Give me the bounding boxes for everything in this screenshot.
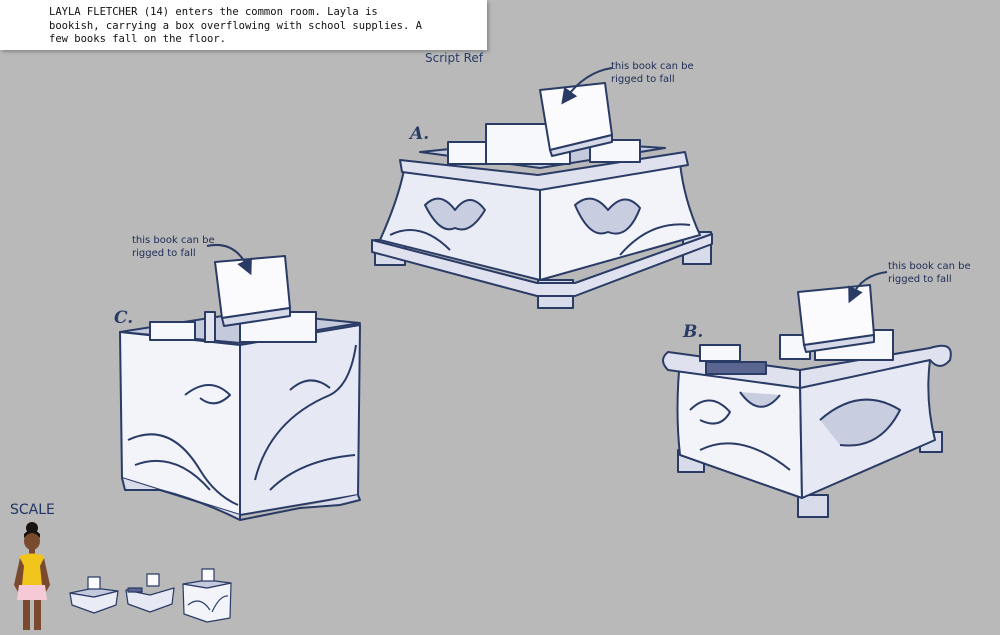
scale-character <box>14 522 50 630</box>
note-b: this book can be rigged to fall <box>888 261 971 285</box>
arrow-b <box>848 271 888 304</box>
script-excerpt-card: LAYLA FLETCHER (14) enters the common ro… <box>0 0 487 50</box>
script-excerpt-text: LAYLA FLETCHER (14) enters the common ro… <box>49 6 422 45</box>
letter-c: C. <box>114 308 134 328</box>
box-c-illustration <box>119 255 361 521</box>
scale-thumb-c <box>182 568 232 623</box>
box-a-illustration <box>371 82 713 309</box>
note-a: this book can be rigged to fall <box>611 61 694 85</box>
letter-b: B. <box>683 322 704 342</box>
arrow-a <box>561 67 613 105</box>
script-ref-label: Script Ref <box>425 51 484 65</box>
box-b-illustration <box>662 284 952 518</box>
scale-label: SCALE <box>10 502 55 518</box>
scale-thumb-b <box>125 573 175 613</box>
note-c: this book can be rigged to fall <box>132 235 215 259</box>
arrow-c <box>206 244 252 276</box>
letter-a: A. <box>410 124 430 144</box>
scale-thumb-a <box>69 576 119 614</box>
